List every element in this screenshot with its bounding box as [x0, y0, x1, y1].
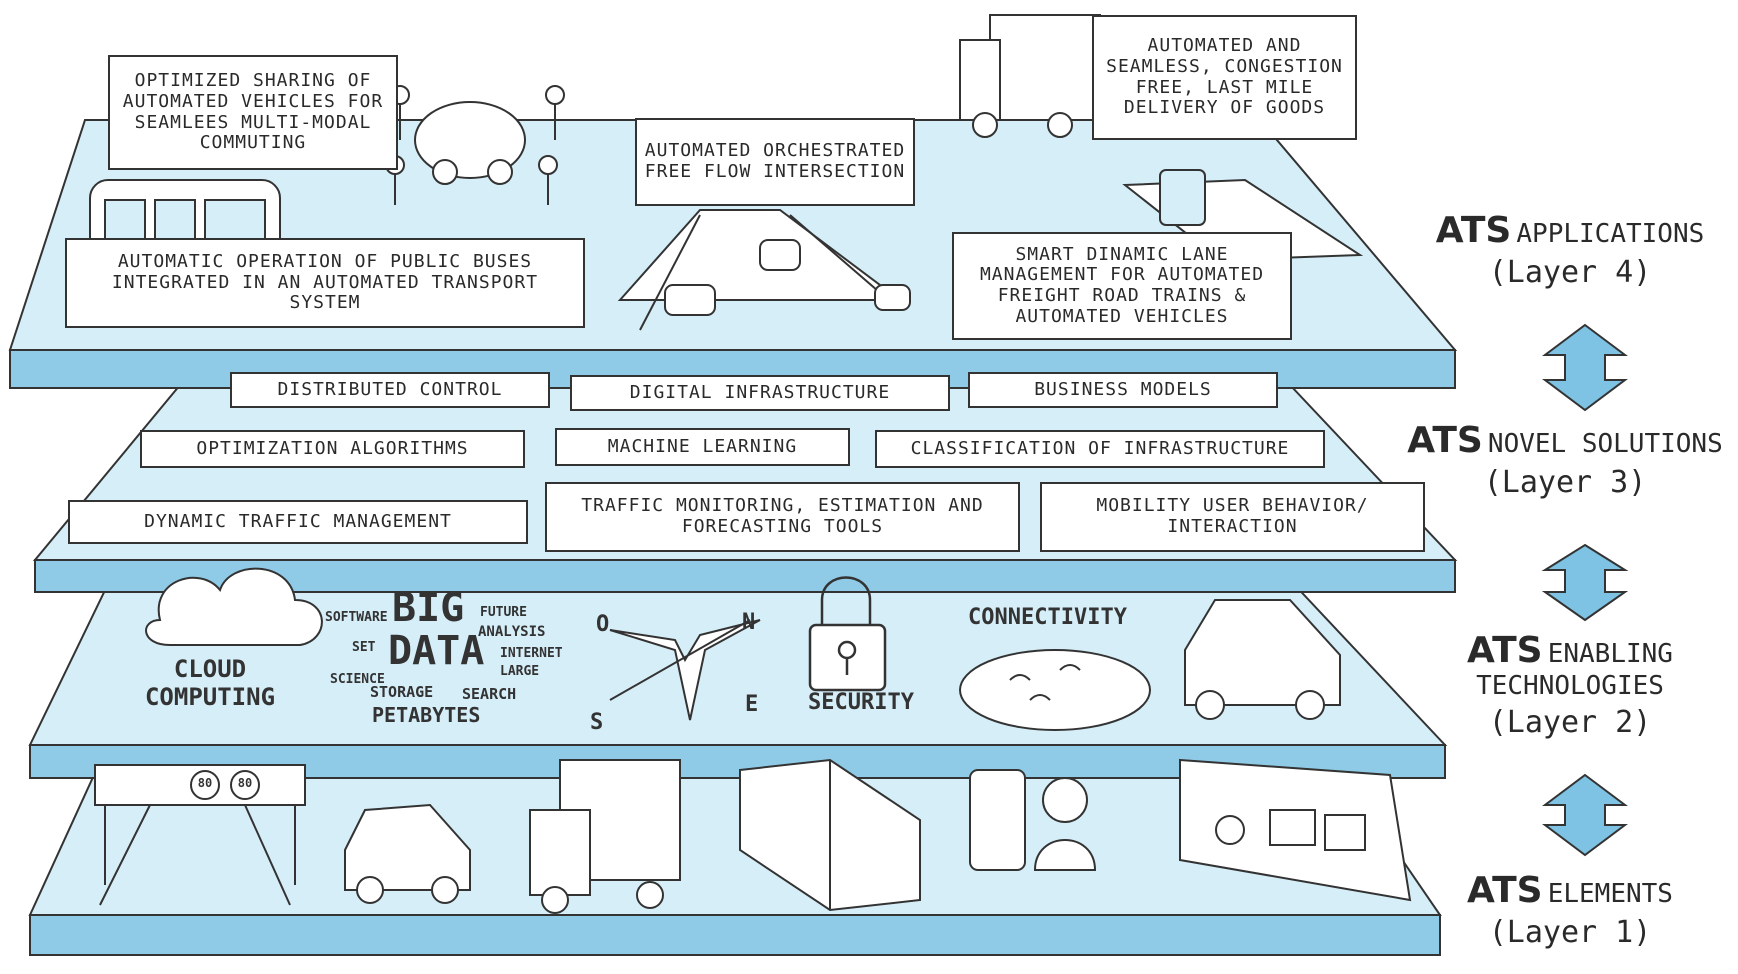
layer1-ats: ATS	[1467, 870, 1543, 911]
layer2-ats: ATS	[1467, 630, 1543, 671]
compass-letter-o: O	[596, 612, 610, 637]
label-machine-learning: Machine learning	[555, 428, 850, 466]
label-buses: Automatic operation of public buses inte…	[65, 238, 585, 328]
sign-speed-2: 80	[237, 776, 253, 790]
arrow-2-1	[1542, 773, 1628, 857]
layer4-number: (Layer 4)	[1488, 255, 1652, 290]
truck-sketch	[959, 14, 1101, 138]
side-label-layer3: ATS Novel solutions (Layer 3)	[1400, 420, 1730, 500]
label-future: Future	[480, 605, 527, 620]
label-storage: Storage	[370, 683, 434, 701]
layer1-number: (Layer 1)	[1488, 915, 1652, 950]
layer3-title: Novel solutions	[1487, 429, 1723, 459]
label-petabytes: Petabytes	[372, 703, 481, 727]
highway-gantry-sketch	[94, 764, 306, 906]
sign-speed-1: 80	[197, 776, 213, 790]
label-lanes: Smart dinamic lane management for automa…	[952, 232, 1292, 340]
layer1-title: Elements	[1547, 879, 1673, 909]
label-security: Security	[808, 690, 914, 715]
label-mobility-user-behavior: Mobility user behavior/ interaction	[1040, 482, 1425, 552]
side-label-layer2: ATS Enabling technologies (Layer 2)	[1420, 630, 1720, 740]
autonomous-car-sketch	[1184, 599, 1341, 720]
layer4-ats: ATS	[1435, 210, 1512, 251]
control-room-sketch	[1179, 758, 1412, 902]
side-label-layer1: ATS Elements (Layer 1)	[1420, 870, 1720, 950]
label-search: Search	[462, 685, 517, 703]
compass-letter-n: N	[742, 610, 756, 635]
layer2-title-2: technologies	[1476, 671, 1664, 701]
connectivity-sketch	[959, 649, 1151, 731]
label-classification-of-infrastructure: Classification of infrastructure	[875, 430, 1325, 468]
people-and-car-sketch	[385, 85, 565, 205]
label-distributed-control: Distributed control	[230, 372, 550, 408]
label-internet: Internet	[500, 646, 563, 661]
label-digital-infrastructure: Digital infrastructure	[570, 375, 950, 411]
cloud-sketch	[145, 567, 323, 646]
label-business-models: Business models	[968, 372, 1278, 408]
label-optimization-algorithms: Optimization algorithms	[140, 430, 525, 468]
compass-sketch	[609, 619, 761, 721]
label-big: Big	[392, 585, 465, 631]
label-set: Set	[352, 640, 376, 655]
intersection-sketch	[617, 209, 911, 331]
city-bus-sketch	[739, 758, 921, 912]
side-label-layer4: ATS Applications (Layer 4)	[1420, 210, 1720, 290]
arrow-3-2	[1541, 543, 1629, 622]
label-analysis: Analysis	[478, 624, 546, 640]
layer3-ats: ATS	[1407, 420, 1483, 461]
smartphone-user-sketch	[969, 769, 1097, 871]
label-traffic-monitoring: Traffic monitoring, estimation and forec…	[545, 482, 1020, 552]
label-software: Software	[325, 610, 388, 625]
compass-letter-s: S	[590, 710, 604, 735]
label-sharing: Optimized sharing of automated vehicles …	[108, 55, 398, 170]
layer2-number: (Layer 2)	[1488, 705, 1652, 740]
layer4-title: Applications	[1516, 219, 1705, 249]
label-cloud-computing: Cloud computing	[144, 655, 276, 711]
label-dynamic-traffic-management: Dynamic traffic management	[68, 500, 528, 544]
delivery-truck-sketch	[529, 759, 681, 914]
label-delivery: Automated and seamless, congestion free,…	[1092, 15, 1357, 140]
layer2-title-1: Enabling	[1547, 639, 1673, 669]
arrow-4-3	[1542, 323, 1628, 412]
layer3-number: (Layer 3)	[1483, 465, 1647, 500]
label-connectivity: Connectivity	[968, 605, 1127, 630]
label-data: Data	[388, 628, 485, 674]
label-large: Large	[500, 664, 540, 679]
label-science: Science	[330, 672, 385, 687]
lock-sketch	[808, 576, 887, 692]
car-sketch	[344, 803, 471, 904]
compass-letter-e: E	[745, 692, 759, 717]
label-intersection: Automated orchestrated free flow interse…	[635, 118, 915, 206]
